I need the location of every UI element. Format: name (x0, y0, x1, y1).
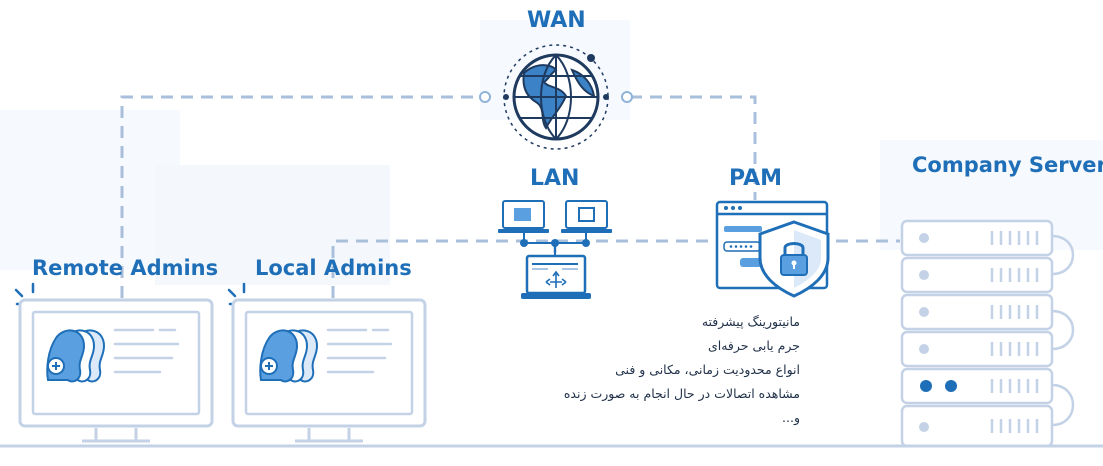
user-group-icon (46, 329, 106, 383)
pam-feature-list: مانیتورینگ پیشرفته جرم یابی حرفه‌ای انوا… (500, 310, 800, 430)
pam-feature-item: مانیتورینگ پیشرفته (701, 314, 800, 329)
pam-feature-item: مشاهده اتصالات در حال انجام به صورت زنده (563, 386, 800, 401)
network-computers-icon (498, 200, 612, 299)
pam-feature-item: جرم یابی حرفه‌ای (707, 338, 800, 353)
lan-label: LAN (530, 166, 580, 191)
pam-feature-item: و... (782, 410, 800, 425)
user-group-icon (259, 329, 319, 383)
remote-admins-monitor (14, 282, 214, 443)
company-servers-label: Company Servers (912, 153, 1103, 177)
local-admins-label: Local Admins (255, 256, 412, 280)
remote-admins-label: Remote Admins (32, 256, 219, 280)
server-status-light (945, 380, 957, 392)
pam-label: PAM (729, 166, 783, 191)
wan-to-pam-line (630, 95, 757, 200)
server-unit (900, 219, 1054, 448)
local-admins-monitor (227, 282, 427, 443)
pam-feature-item: انواع محدودیت زمانی، مکانی و فنی (615, 362, 800, 377)
globe-icon (479, 44, 633, 150)
shield-lock-icon (715, 200, 830, 298)
server-status-light (920, 380, 932, 392)
server-rack-icon (900, 219, 1075, 448)
wan-label: WAN (527, 8, 586, 33)
remote-to-wan-line (120, 95, 482, 298)
